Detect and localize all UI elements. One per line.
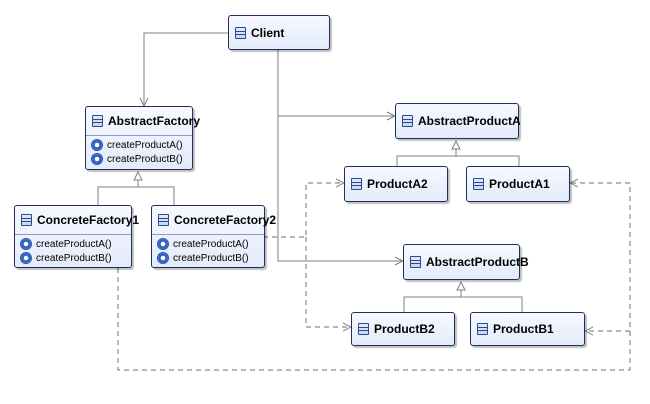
class-abstract-product-a[interactable]: AbstractProductA: [395, 103, 521, 139]
class-icon: [235, 26, 246, 39]
operation-item[interactable]: createProductB(): [21, 251, 125, 265]
class-icon: [402, 115, 413, 127]
operation-label: createProductA(): [173, 238, 249, 250]
class-name: ConcreteFactory2: [174, 213, 277, 227]
class-name: ProductB2: [374, 322, 435, 336]
class-name: ConcreteFactory1: [37, 213, 140, 227]
operation-item[interactable]: createProductA(): [158, 237, 258, 251]
operations-list: createProductA() createProductB(): [15, 235, 131, 265]
class-concrete-factory1[interactable]: ConcreteFactory1 createProductA() create…: [14, 205, 139, 268]
association-client-abstractproductb[interactable]: [277, 116, 403, 261]
class-client[interactable]: Client: [228, 15, 330, 50]
class-icon: [410, 256, 421, 268]
operation-label: createProductA(): [107, 139, 183, 151]
association-client-abstractproducta[interactable]: [277, 50, 395, 116]
operations-list: createProductA() createProductB(): [86, 136, 192, 166]
operation-label: createProductA(): [36, 238, 112, 250]
generalization-products-a[interactable]: [396, 139, 520, 166]
class-icon: [358, 323, 369, 335]
operation-icon: [21, 239, 31, 249]
operation-label: createProductB(): [36, 252, 112, 264]
generalization-factories[interactable]: [97, 170, 175, 205]
class-icon: [21, 214, 32, 226]
operation-item[interactable]: createProductA(): [21, 237, 125, 251]
operation-label: createProductB(): [107, 153, 183, 165]
class-product-a1[interactable]: ProductA1: [466, 166, 570, 202]
operation-item[interactable]: createProductA(): [92, 138, 186, 152]
class-icon: [92, 115, 103, 127]
association-client-abstractfactory[interactable]: [144, 32, 228, 106]
dependency-factory2-producta2[interactable]: [263, 183, 344, 238]
class-product-b1[interactable]: ProductB1: [470, 312, 585, 346]
class-name: ProductA2: [367, 177, 428, 191]
class-icon: [158, 214, 169, 226]
class-product-a2[interactable]: ProductA2: [344, 166, 448, 202]
operation-label: createProductB(): [173, 252, 249, 264]
class-concrete-factory2[interactable]: ConcreteFactory2 createProductA() create…: [151, 205, 276, 268]
class-abstract-product-b[interactable]: AbstractProductB: [403, 244, 529, 280]
operation-icon: [92, 154, 102, 164]
operation-item[interactable]: createProductB(): [158, 251, 258, 265]
class-name: ProductB1: [493, 322, 554, 336]
operation-icon: [92, 140, 102, 150]
class-product-b2[interactable]: ProductB2: [351, 312, 455, 346]
class-name: AbstractFactory: [108, 114, 201, 128]
class-name: Client: [251, 25, 285, 40]
dependency-factory2-productb2[interactable]: [305, 237, 351, 327]
class-name: ProductA1: [489, 177, 550, 191]
operation-icon: [21, 253, 31, 263]
class-name: AbstractProductB: [426, 255, 529, 269]
class-name: AbstractProductA: [418, 114, 521, 128]
operation-item[interactable]: createProductB(): [92, 152, 186, 166]
operation-icon: [158, 253, 168, 263]
class-icon: [473, 178, 484, 190]
dependency-factory1-producta1[interactable]: [117, 183, 631, 371]
class-icon: [477, 323, 488, 335]
class-abstract-factory[interactable]: AbstractFactory createProductA() createP…: [85, 106, 200, 170]
class-icon: [351, 178, 362, 190]
operations-list: createProductA() createProductB(): [152, 235, 264, 265]
generalization-products-b[interactable]: [403, 280, 523, 312]
operation-icon: [158, 239, 168, 249]
